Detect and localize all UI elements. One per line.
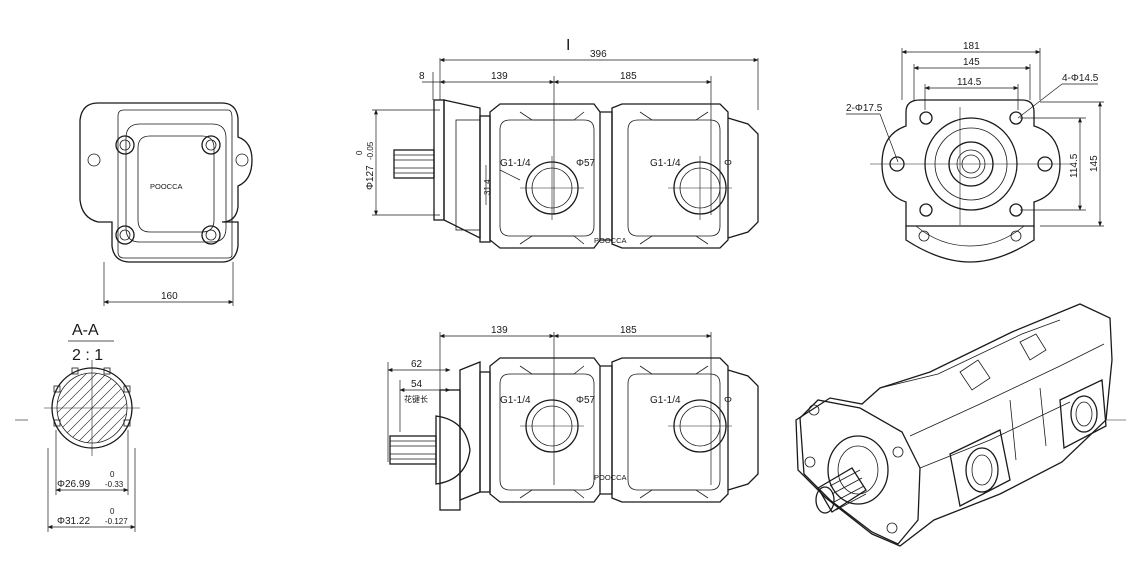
flange-end-view: POOCCA 160 <box>79 102 253 306</box>
spline-length-note: 花键长 <box>404 394 428 404</box>
dim-8: 8 <box>419 71 425 82</box>
dim-dia-31: Φ31.22 <box>57 516 90 527</box>
dim-185-b: 185 <box>620 325 637 336</box>
dim-160: 160 <box>161 291 178 302</box>
port-1-label-b: G1-1/4 <box>500 395 531 406</box>
dim-dia-26: Φ26.99 <box>57 479 90 490</box>
port-2-label-b: G1-1/4 <box>650 395 681 406</box>
dim-54: 54 <box>411 379 423 390</box>
port-2-label: G1-1/4 <box>650 158 681 169</box>
dim-pilot-tol-low: -0.05 <box>366 141 375 160</box>
end-view: 181 145 114.5 4-Φ14.5 2-Φ17.5 <box>846 41 1104 263</box>
dim-145-h: 145 <box>963 57 980 68</box>
dim-dia-31-tol-up: 0 <box>110 507 115 516</box>
dim-139: 139 <box>491 71 508 82</box>
front-view-brand: POOCCA <box>594 236 627 245</box>
dim-dia-26-tol-up: 0 <box>110 470 115 479</box>
port-1-label: G1-1/4 <box>500 158 531 169</box>
dim-396: 396 <box>590 49 607 60</box>
bolt-holes-label: 4-Φ14.5 <box>1062 73 1099 84</box>
dim-114-5-v: 114.5 <box>1069 153 1080 178</box>
dim-185: 185 <box>620 71 637 82</box>
dim-145-v: 145 <box>1089 155 1100 172</box>
dim-31-4: 31.4 <box>483 179 492 195</box>
section-scale: 2 : 1 <box>72 347 103 364</box>
section-title: A-A <box>72 322 99 339</box>
section-a-a: A-A 2 : 1 <box>15 322 140 532</box>
bottom-view: 139 185 62 54 花键长 G1-1/4 Φ57 G1-1/4 <box>387 325 759 511</box>
bottom-view-brand: POOCCA <box>594 473 627 482</box>
dim-62: 62 <box>411 359 423 370</box>
dim-pilot-tol-up: 0 <box>355 150 364 155</box>
front-view: I 396 8 139 185 Φ127 0 -0.05 31.4 <box>355 37 759 249</box>
holes-label: 2-Φ17.5 <box>846 103 883 114</box>
dim-dia-31-tol-low: -0.127 <box>105 517 128 526</box>
dim-dia-26-tol-low: -0.33 <box>105 480 124 489</box>
port-2-dia: Φ <box>724 158 732 169</box>
section-marker: I <box>566 37 570 54</box>
isometric-view <box>795 303 1126 547</box>
port-1-dia-b: Φ57 <box>576 395 596 406</box>
dim-139-b: 139 <box>491 325 508 336</box>
dim-181: 181 <box>963 41 980 52</box>
port-2-dia-b: Φ <box>724 395 732 406</box>
dim-pilot-dia: Φ127 <box>365 165 376 190</box>
top-view-brand: POOCCA <box>150 182 183 191</box>
dim-114-5-h: 114.5 <box>957 77 982 88</box>
port-1-dia: Φ57 <box>576 158 596 169</box>
